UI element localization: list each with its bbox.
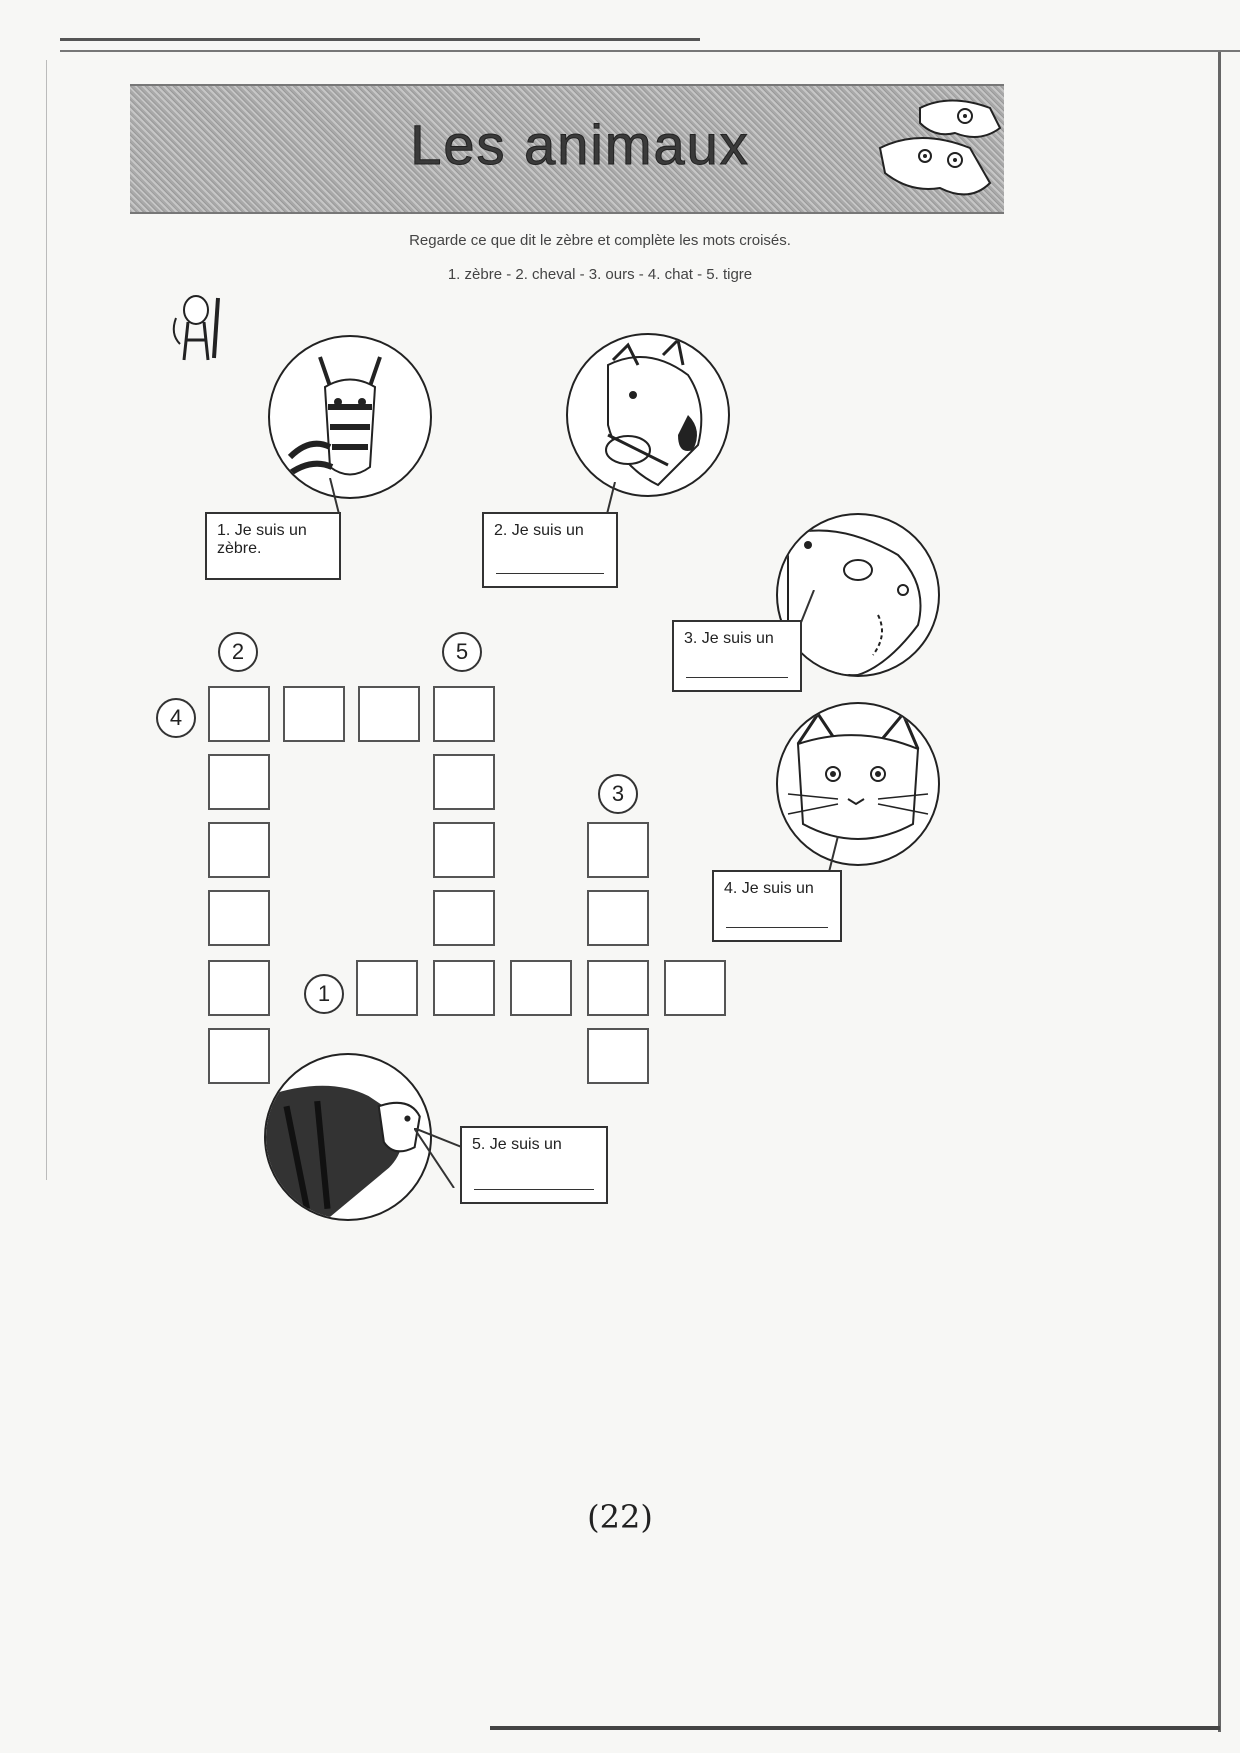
zebra-bubble-tail bbox=[329, 478, 341, 518]
crossword-cell-1-3[interactable] bbox=[510, 960, 572, 1016]
crossword-cell-4-1[interactable] bbox=[208, 686, 270, 742]
title-banner bbox=[130, 84, 1004, 214]
cat-answer-line bbox=[726, 927, 828, 928]
horse-answer-line bbox=[496, 573, 604, 574]
crossword-cell-2-6[interactable] bbox=[208, 1028, 270, 1084]
cat-image bbox=[776, 702, 940, 866]
crossword-cell-5-3[interactable] bbox=[433, 822, 495, 878]
crossword-cell-1-2[interactable] bbox=[433, 960, 495, 1016]
crossword-cell-5-4[interactable] bbox=[433, 890, 495, 946]
word-list: 1. zèbre - 2. cheval - 3. ours - 4. chat… bbox=[447, 266, 753, 283]
instructions-text: Regarde ce que dit le zèbre et complète … bbox=[409, 232, 791, 249]
cat-speech-bubble: 4. Je suis un bbox=[712, 870, 842, 942]
crossword-cell-3-1[interactable] bbox=[587, 822, 649, 878]
page-edge-left bbox=[46, 60, 47, 1180]
crossword-cell-3-4[interactable] bbox=[587, 1028, 649, 1084]
zebra-answer-text: 1. Je suis un zèbre. bbox=[217, 522, 307, 557]
crossword-cell-1-4[interactable] bbox=[587, 960, 649, 1016]
crossword-cell-1-5[interactable] bbox=[664, 960, 726, 1016]
page-number: (22) bbox=[587, 1498, 653, 1536]
page-edge-right bbox=[1218, 52, 1221, 1732]
page-title: Les animaux bbox=[410, 113, 750, 177]
crossword-cell-2-5[interactable] bbox=[208, 960, 270, 1016]
tiger-answer-line bbox=[474, 1189, 594, 1190]
horse-image bbox=[566, 333, 730, 497]
clue-number-3: 3 bbox=[598, 774, 638, 814]
tiger-answer-text: 5. Je suis un bbox=[472, 1136, 562, 1153]
tiger-speech-bubble: 5. Je suis un bbox=[460, 1126, 608, 1204]
zebra-pencil-icon bbox=[172, 295, 220, 361]
crossword-cell-3-2[interactable] bbox=[587, 890, 649, 946]
tiger-image bbox=[264, 1053, 432, 1221]
crossword-cell-2-2[interactable] bbox=[208, 754, 270, 810]
bear-answer-line bbox=[686, 677, 788, 678]
page-edge-top-inner bbox=[60, 50, 1240, 52]
crossword-cell-1-1[interactable] bbox=[356, 960, 418, 1016]
crossword-cell-4-4[interactable] bbox=[433, 686, 495, 742]
horse-speech-bubble: 2. Je suis un bbox=[482, 512, 618, 588]
clue-number-5: 5 bbox=[442, 632, 482, 672]
tiger-bubble-tail bbox=[414, 1128, 464, 1188]
clue-number-2: 2 bbox=[218, 632, 258, 672]
bear-answer-text: 3. Je suis un bbox=[684, 630, 774, 647]
crossword-cell-4-3[interactable] bbox=[358, 686, 420, 742]
clue-number-4: 4 bbox=[156, 698, 196, 738]
clue-number-1: 1 bbox=[304, 974, 344, 1014]
page-edge-top bbox=[60, 38, 700, 41]
crossword-cell-5-2[interactable] bbox=[433, 754, 495, 810]
horse-answer-text: 2. Je suis un bbox=[494, 522, 584, 539]
crossword-cell-4-2[interactable] bbox=[283, 686, 345, 742]
bear-image bbox=[776, 513, 940, 677]
bear-speech-bubble: 3. Je suis un bbox=[672, 620, 802, 692]
crossword-cell-2-4[interactable] bbox=[208, 890, 270, 946]
crossword-cell-2-3[interactable] bbox=[208, 822, 270, 878]
cat-answer-text: 4. Je suis un bbox=[724, 880, 814, 897]
page-edge-bottom bbox=[490, 1726, 1220, 1730]
cat-bubble-tail bbox=[827, 836, 839, 876]
dogs-illustration bbox=[878, 99, 1002, 196]
zebra-image bbox=[268, 335, 432, 499]
zebra-speech-bubble: 1. Je suis un zèbre. bbox=[205, 512, 341, 580]
